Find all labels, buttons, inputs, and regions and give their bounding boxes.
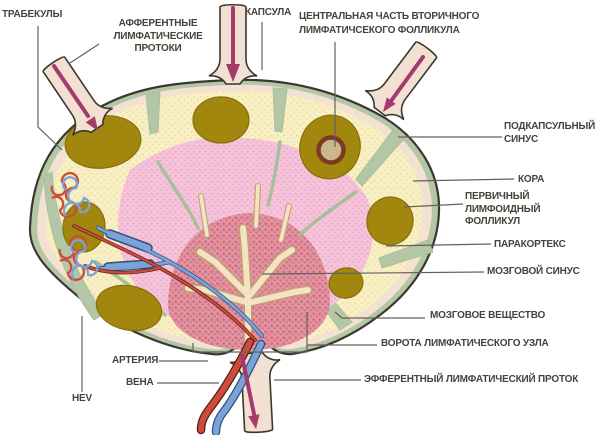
lymph-flow-arrows xyxy=(52,6,425,429)
flow-arrow-efferent xyxy=(240,354,260,429)
label-primary-line1: ПЕРВИЧНЫЙ xyxy=(465,191,530,202)
leader-primary-follicle xyxy=(403,203,464,208)
label-medulla: МОЗГОВОЕ ВЕЩЕСТВО xyxy=(430,310,546,321)
follicle xyxy=(366,196,414,246)
leader-hilum xyxy=(192,312,377,353)
trabecula xyxy=(43,171,105,321)
vein-vessel xyxy=(211,339,266,435)
leader-lines xyxy=(37,22,515,392)
label-capsule: КАПСУЛА xyxy=(245,7,292,18)
flow-arrow-left xyxy=(52,64,98,131)
label-trabeculae: ТРАБЕКУЛЫ xyxy=(2,9,63,20)
label-afferent-line2: ЛИМФАТИЧЕСКИЕ xyxy=(113,30,203,42)
label-subcapsular-line2: СИНУС xyxy=(504,133,539,145)
label-secondary-follicle-center: ЦЕНТРАЛЬНАЯ ЧАСТЬ ВТОРИЧНОГО ЛИМФАТИЧСЕК… xyxy=(299,10,479,37)
label-vein: ВЕНА xyxy=(126,377,154,388)
follicle xyxy=(95,284,163,332)
label-primary-line2: ЛИМФОИДНЫЙ xyxy=(465,203,541,215)
follicles-group xyxy=(62,96,414,332)
trabecula xyxy=(145,91,161,135)
label-cortex: КОРА xyxy=(518,174,545,185)
label-subcapsular-line1: ПОДКАПСУЛЬНЫЙ xyxy=(504,121,596,132)
label-secondary-line2: ЛИМФАТИЧСЕКОГО ФОЛЛИКУЛА xyxy=(299,24,460,36)
leader-paracortex xyxy=(385,243,492,247)
trabecula xyxy=(378,239,434,269)
flow-arrow-right xyxy=(383,55,425,112)
label-paracortex: ПАРАКОРТЕКС xyxy=(494,239,566,250)
leader-medulla xyxy=(334,311,425,319)
label-primary-line3: ФОЛЛИКУЛ xyxy=(465,216,520,227)
follicle xyxy=(328,267,364,299)
label-subcapsular-sinus: ПОДКАПСУЛЬНЫЙ СИНУС xyxy=(504,121,595,146)
artery-vessel xyxy=(196,337,255,435)
label-hev: HEV xyxy=(72,393,92,404)
leader-afferent xyxy=(69,43,100,64)
label-hilum: ВОРОТА ЛИМФАТИЧЕСКОГО УЗЛА xyxy=(381,338,549,349)
leader-cortex xyxy=(412,178,515,182)
flow-arrow-center xyxy=(226,6,240,82)
follicle xyxy=(192,96,250,144)
trabecula xyxy=(272,87,288,133)
label-artery: АРТЕРИЯ xyxy=(112,355,159,366)
label-afferent-line3: ПРОТОКИ xyxy=(134,43,182,54)
leader-medullary-sinus xyxy=(261,271,485,275)
leader-trabeculae xyxy=(37,26,63,151)
label-primary-follicle: ПЕРВИЧНЫЙ ЛИМФОИДНЫЙ ФОЛЛИКУЛ xyxy=(465,191,541,229)
label-afferent-vessels: АФФЕРЕНТНЫЕ ЛИМФАТИЧЕСКИЕ ПРОТОКИ xyxy=(103,18,213,56)
label-afferent-line1: АФФЕРЕНТНЫЕ xyxy=(118,18,198,29)
label-secondary-line1: ЦЕНТРАЛЬНАЯ ЧАСТЬ ВТОРИЧНОГО xyxy=(299,11,480,22)
internal-vessels xyxy=(72,224,265,342)
germinal-center-ring xyxy=(316,135,346,165)
lymph-node-body xyxy=(28,78,441,368)
label-efferent-vessel: ЭФФЕРЕНТНЫЙ ЛИМФАТИЧЕСКИЙ ПРОТОК xyxy=(364,374,579,385)
label-medullary-sinus: МОЗГОВОЙ СИНУС xyxy=(487,266,580,277)
